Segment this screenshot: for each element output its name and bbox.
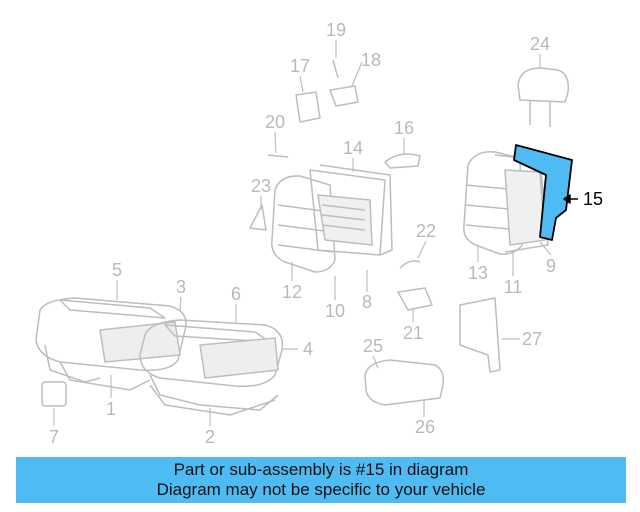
clip-19 bbox=[332, 59, 339, 79]
callout-19[interactable]: 19 bbox=[325, 20, 347, 40]
bracket-21 bbox=[397, 287, 433, 311]
banner-line-part: Part or sub-assembly is #15 in diagram bbox=[173, 460, 469, 479]
callout-7[interactable]: 7 bbox=[48, 427, 60, 447]
callout-2[interactable]: 2 bbox=[204, 427, 216, 447]
callout-26[interactable]: 26 bbox=[414, 417, 436, 437]
callout-24[interactable]: 24 bbox=[529, 34, 551, 54]
callout-6[interactable]: 6 bbox=[230, 284, 242, 304]
seat-cushion-right bbox=[139, 319, 284, 411]
callout-3[interactable]: 3 bbox=[175, 277, 187, 297]
callout-11[interactable]: 11 bbox=[503, 277, 523, 297]
seat-frame-1 bbox=[59, 361, 151, 391]
callout-8[interactable]: 8 bbox=[361, 292, 373, 312]
latch-17 bbox=[295, 91, 321, 123]
armrest-25 bbox=[364, 359, 445, 406]
trim-23 bbox=[249, 204, 267, 231]
callout-12[interactable]: 12 bbox=[281, 282, 303, 302]
callout-16[interactable]: 16 bbox=[393, 118, 415, 138]
callout-27[interactable]: 27 bbox=[521, 329, 543, 349]
info-banner: Part or sub-assembly is #15 in diagram D… bbox=[16, 457, 626, 503]
headrest-24 bbox=[517, 67, 570, 127]
callout-22[interactable]: 22 bbox=[415, 221, 437, 241]
cover-16 bbox=[384, 153, 421, 169]
clip-22 bbox=[399, 260, 421, 269]
callout-13[interactable]: 13 bbox=[467, 263, 489, 283]
callout-10[interactable]: 10 bbox=[324, 301, 346, 321]
callout-23[interactable]: 23 bbox=[250, 176, 272, 196]
seat-cushion-left bbox=[35, 297, 187, 383]
callout-17[interactable]: 17 bbox=[289, 56, 311, 76]
callout-15[interactable]: 15 bbox=[582, 189, 604, 209]
callout-14[interactable]: 14 bbox=[342, 138, 364, 158]
bracket-7 bbox=[41, 381, 67, 407]
callout-9[interactable]: 9 bbox=[545, 256, 557, 276]
seatback-panel-15 bbox=[513, 144, 573, 241]
callout-1[interactable]: 1 bbox=[105, 399, 117, 419]
seatback-center bbox=[271, 164, 393, 273]
leader-lines bbox=[53, 40, 552, 426]
panel-27 bbox=[459, 297, 501, 373]
seat-frame-2 bbox=[149, 384, 276, 416]
callout-5[interactable]: 5 bbox=[111, 260, 123, 280]
callout-18[interactable]: 18 bbox=[360, 50, 382, 70]
callout-25[interactable]: 25 bbox=[362, 336, 384, 356]
bezel-18 bbox=[329, 85, 359, 107]
callout-20[interactable]: 20 bbox=[264, 112, 286, 132]
callout-4[interactable]: 4 bbox=[302, 339, 314, 359]
arrowhead-15 bbox=[563, 194, 571, 204]
banner-line-disclaimer: Diagram may not be specific to your vehi… bbox=[156, 480, 486, 499]
callout-21[interactable]: 21 bbox=[402, 323, 424, 343]
bolt-20 bbox=[267, 154, 289, 158]
